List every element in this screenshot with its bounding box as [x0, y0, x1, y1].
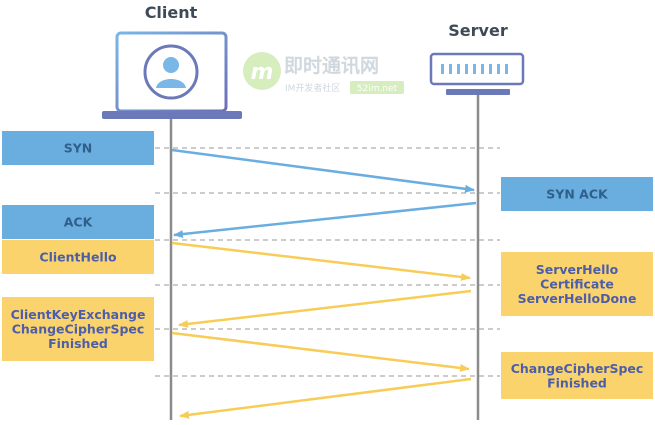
box-label: ClientKeyExchange	[11, 307, 146, 322]
arrow-server-to-client	[178, 289, 472, 328]
client-box-syn: SYN	[2, 131, 154, 165]
box-background	[2, 205, 154, 239]
client-box-ack: ACK	[2, 205, 154, 239]
box-background	[501, 352, 653, 399]
message-boxes: SYNACKClientHelloClientKeyExchangeChange…	[2, 131, 653, 399]
box-label: ClientHello	[39, 250, 117, 265]
box-background	[2, 297, 154, 361]
watermark-site: 52im.net	[357, 84, 398, 94]
box-label: Finished	[48, 336, 108, 351]
laptop-user-icon	[102, 31, 242, 119]
box-label: ChangeCipherSpec	[12, 322, 145, 337]
watermark-tagline: IM开发者社区	[285, 82, 340, 94]
box-background	[501, 252, 653, 316]
box-background	[2, 131, 154, 165]
arrow-client-to-server	[171, 148, 475, 193]
box-label: ChangeCipherSpec	[511, 361, 644, 376]
box-background	[2, 240, 154, 274]
server-title: Server	[448, 21, 508, 40]
client-box-clienthello: ClientHello	[2, 240, 154, 274]
message-arrows	[171, 148, 477, 419]
arrow-client-to-server	[171, 241, 471, 281]
guide-lines	[155, 147, 500, 377]
client-box-clientkeyexchange: ClientKeyExchangeChangeCipherSpecFinishe…	[2, 297, 154, 361]
box-label: ServerHelloDone	[518, 291, 637, 306]
watermark-logo-letter: m	[251, 60, 274, 85]
arrow-server-to-client	[173, 201, 477, 239]
box-label: Certificate	[540, 277, 614, 292]
box-label: ACK	[64, 215, 94, 230]
box-label: SYN ACK	[546, 187, 609, 202]
arrow-server-to-client	[179, 377, 472, 419]
box-label: Finished	[547, 375, 607, 390]
watermark-brand: 即时通讯网	[284, 55, 379, 77]
box-label: ServerHello	[536, 262, 619, 277]
arrow-client-to-server	[171, 331, 470, 372]
box-label: SYN	[64, 141, 93, 156]
server-box-synack: SYN ACK	[501, 177, 653, 211]
box-background	[501, 177, 653, 211]
watermark: m 即时通讯网 IM开发者社区 52im.net	[243, 52, 404, 94]
server-icon	[429, 52, 525, 95]
client-title: Client	[145, 3, 198, 22]
